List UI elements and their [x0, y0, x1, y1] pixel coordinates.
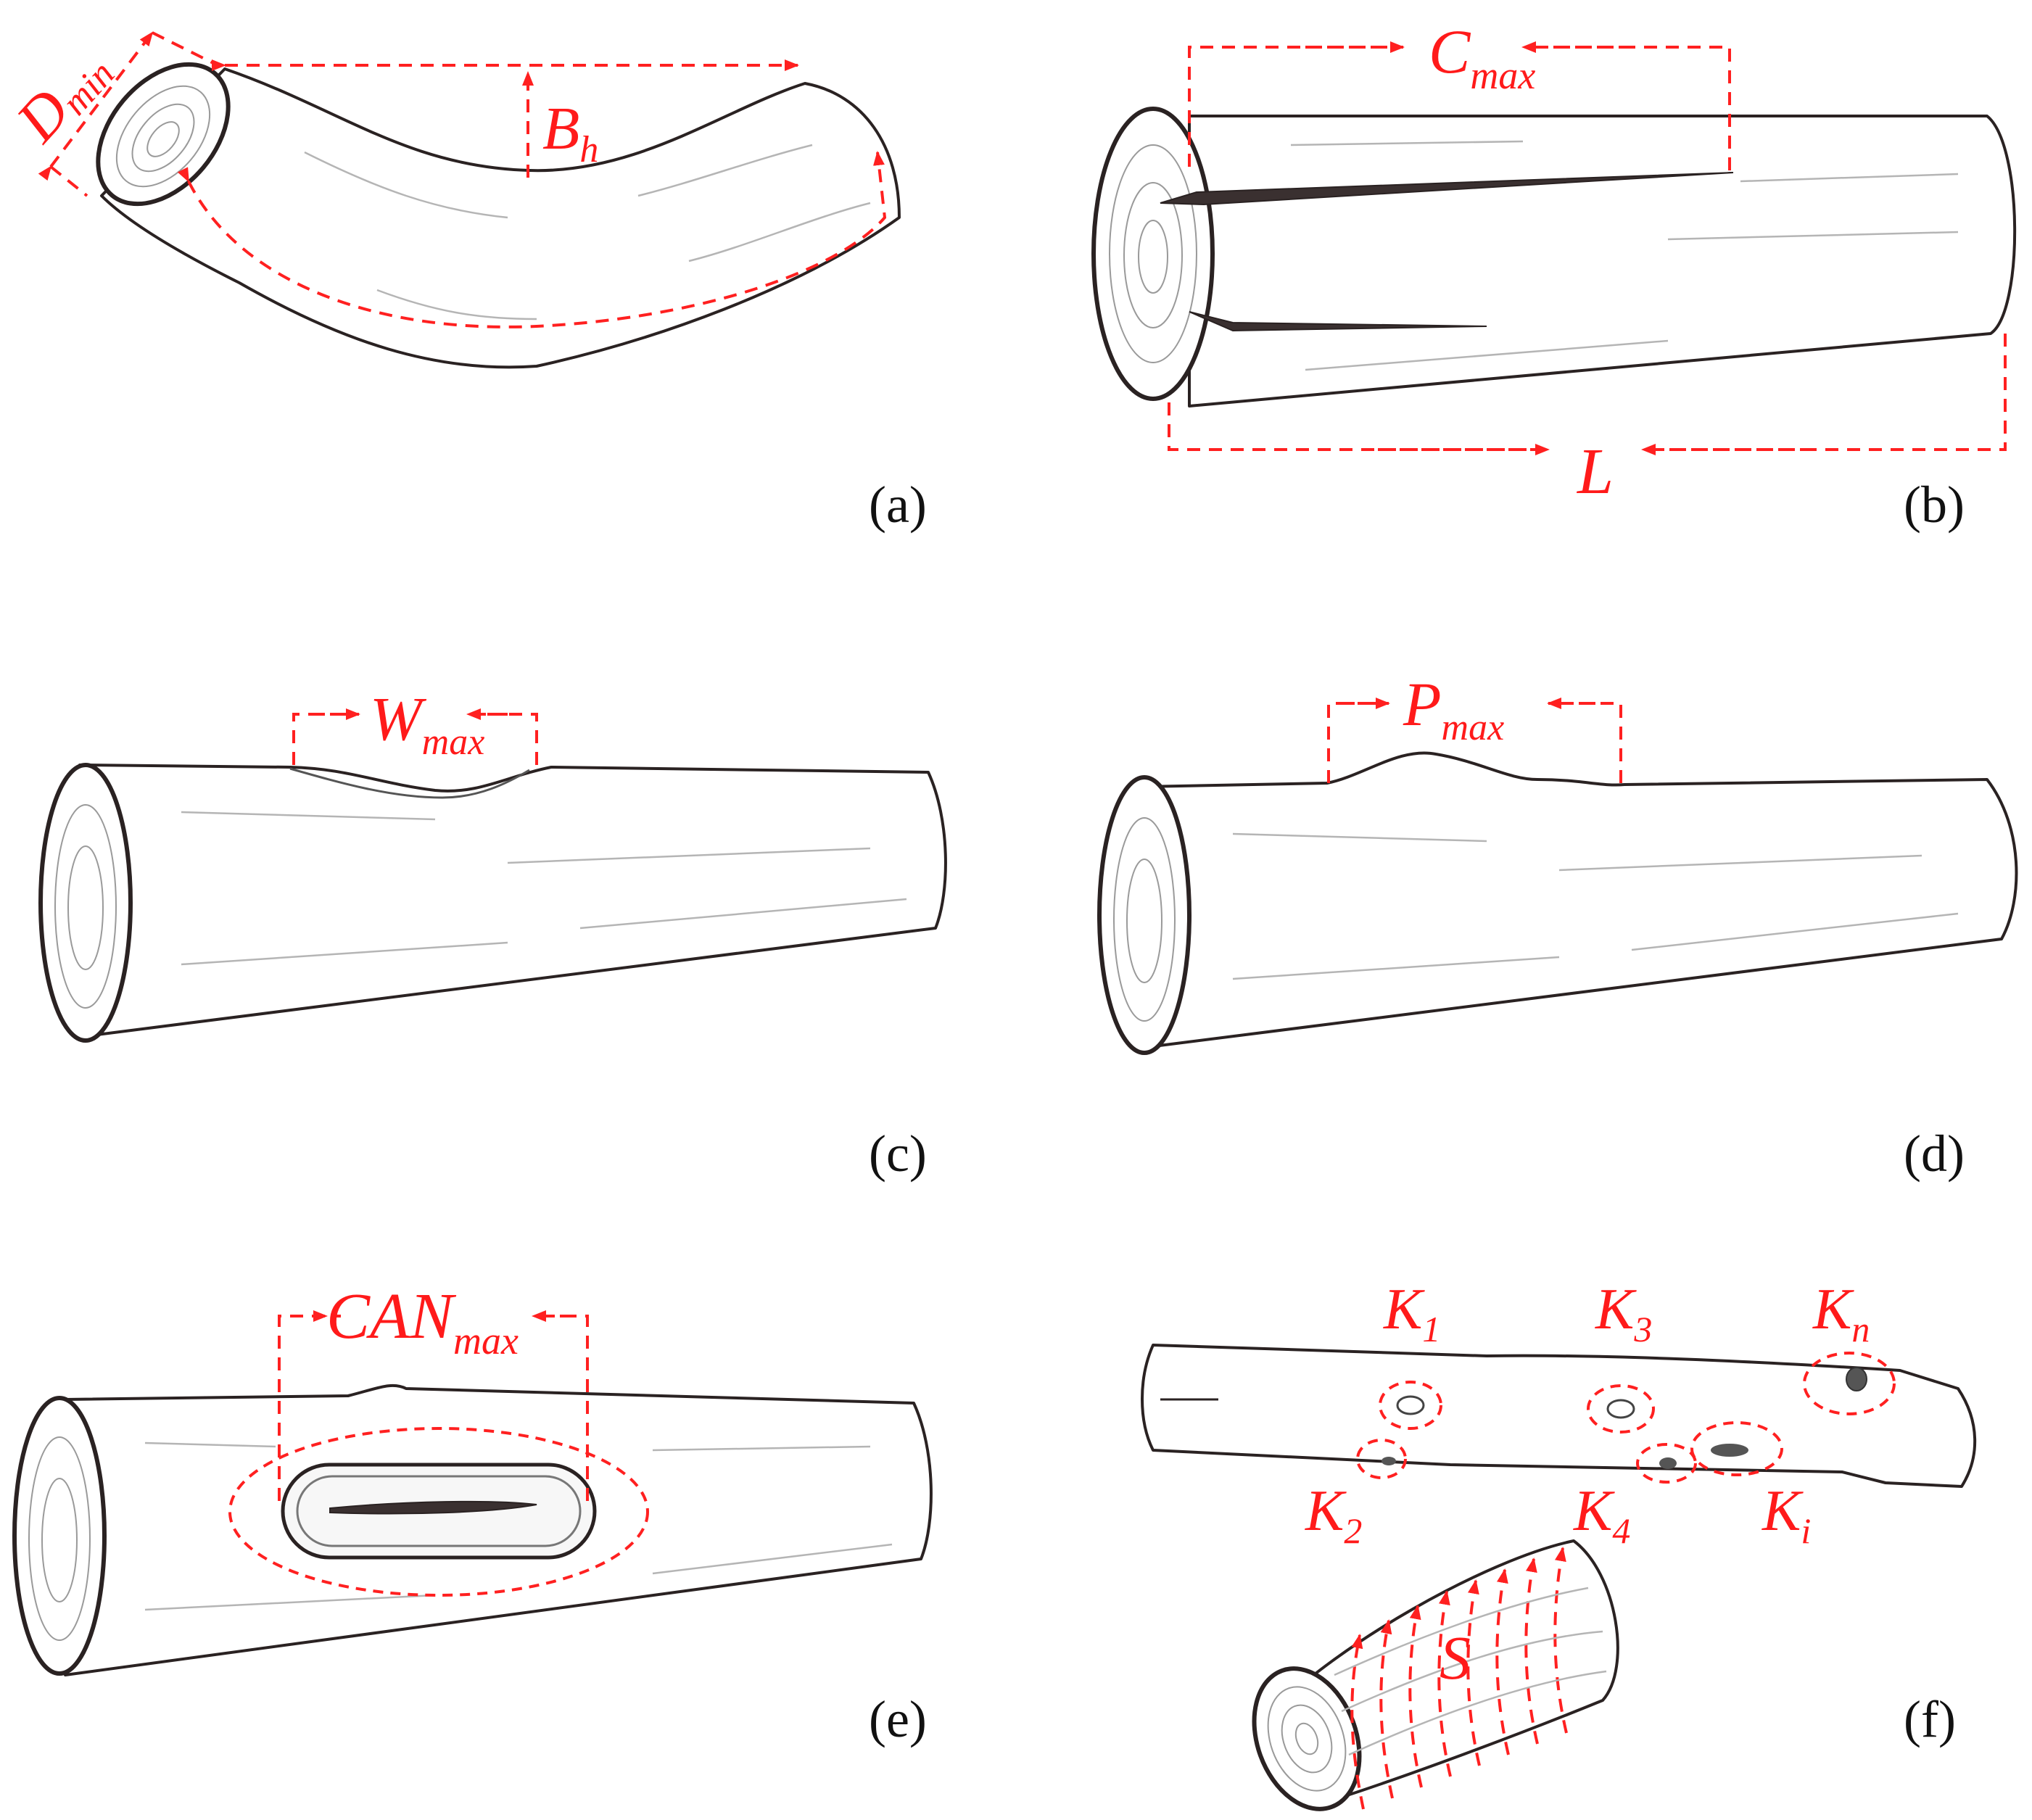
dmin-dimension — [38, 31, 154, 181]
label-kn: Kn — [1812, 1278, 1870, 1349]
label-s: S — [1440, 1623, 1471, 1692]
knot-mark — [1846, 1367, 1867, 1391]
grain-d — [1232, 832, 1959, 980]
label-pmax: Pmax — [1403, 669, 1504, 748]
panel-e: CANmax (e) — [12, 1281, 933, 1748]
canker-slit — [329, 1500, 537, 1515]
grain-c — [181, 811, 907, 966]
caption-d: (d) — [1904, 1125, 1965, 1183]
panel-d: Pmax (d) — [1097, 669, 2018, 1183]
caption-a: (a) — [869, 476, 927, 534]
canker-inner — [296, 1475, 582, 1547]
canker-outline — [228, 1427, 649, 1597]
knot-labels: K1 K3 Kn K2 K4 Ki — [1305, 1278, 1870, 1551]
knot-mark — [1659, 1457, 1677, 1469]
end-rings-d — [1113, 817, 1176, 1022]
caption-f: (f) — [1904, 1690, 1956, 1748]
end-rings-b — [1109, 144, 1197, 363]
canker-log-end — [12, 1396, 107, 1676]
wane-log-body — [78, 764, 947, 1038]
wane-notch — [289, 767, 530, 799]
label-bh: Bh — [542, 95, 598, 170]
knot-circles — [1356, 1352, 1896, 1484]
split-log-end — [1091, 107, 1215, 401]
label-k1: K1 — [1383, 1278, 1440, 1349]
label-wmax: Wmax — [370, 684, 484, 763]
split-log-body — [1188, 115, 2017, 408]
crack-top — [1160, 172, 1734, 206]
bulge-log-body — [1141, 751, 2018, 1049]
label-k2: K2 — [1305, 1479, 1362, 1551]
grain-b — [1290, 140, 1959, 371]
end-rings-c — [54, 804, 117, 1009]
end-rings-f — [1267, 1686, 1347, 1792]
knots — [1381, 1367, 1867, 1469]
arc-dimension — [177, 151, 887, 328]
surface-grid — [1334, 1587, 1607, 1756]
label-l: L — [1576, 436, 1614, 508]
label-canmax: CANmax — [326, 1281, 519, 1362]
knot-mark — [1396, 1395, 1425, 1415]
panel-b: Cmax L (b) — [1091, 17, 2017, 534]
label-ki: Ki — [1762, 1479, 1811, 1551]
knotty-log-body — [1141, 1344, 1977, 1488]
caption-e: (e) — [869, 1690, 927, 1748]
knot-mark — [1606, 1399, 1635, 1419]
knot-mark — [1381, 1457, 1396, 1465]
label-k3: K3 — [1595, 1278, 1652, 1349]
label-k4: K4 — [1573, 1479, 1630, 1551]
wane-log-end — [38, 763, 133, 1043]
bulge-log-end — [1097, 775, 1191, 1055]
caption-b: (b) — [1904, 476, 1965, 534]
panel-a: Dmin Bh (a) — [3, 31, 927, 534]
panel-c: Wmax (c) — [38, 684, 947, 1183]
knot-mark — [1711, 1444, 1748, 1457]
label-cmax: Cmax — [1429, 17, 1535, 97]
panel-f: K1 K3 Kn K2 K4 Ki — [1141, 1278, 1977, 1811]
caption-c: (c) — [869, 1125, 927, 1183]
crack-bottom — [1189, 311, 1487, 332]
grain-e — [144, 1441, 893, 1611]
surface-arrows — [1350, 1547, 1568, 1810]
end-rings-e — [28, 1436, 91, 1641]
